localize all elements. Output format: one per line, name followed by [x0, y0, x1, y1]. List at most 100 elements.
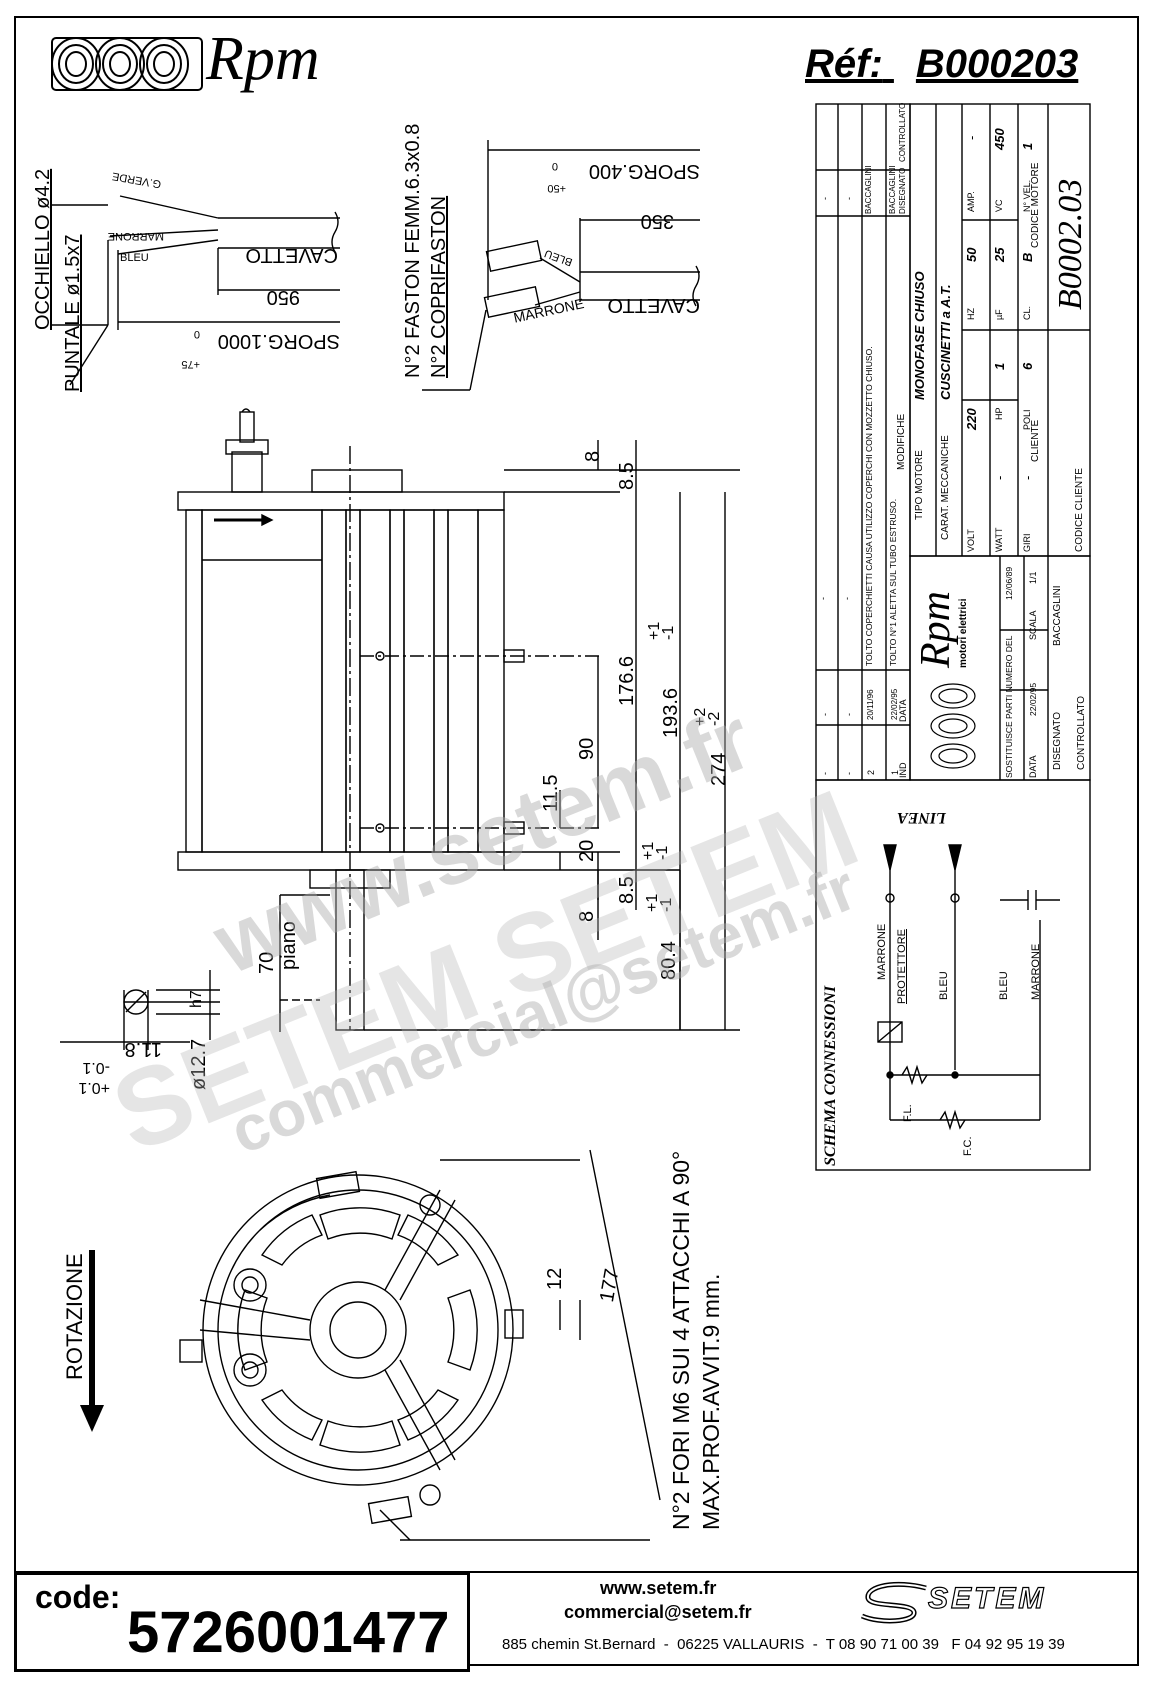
title-block-coil-icon: [930, 683, 976, 769]
watt-label: WATT: [994, 527, 1004, 553]
schema-marrone-2: MARRONE: [1030, 943, 1042, 1000]
brand-name: Rpm: [206, 25, 320, 93]
sostituisce-label: SOSTITUISCE PARTI NUMERO DEL: [1004, 635, 1014, 778]
hz-label: HZ: [966, 308, 976, 320]
schema-bleu-2: BLEU: [998, 971, 1010, 1000]
schema-title: SCHEMA CONNESSIONI: [822, 985, 839, 1166]
codice-motore-label: CODICE MOTORE: [1030, 162, 1041, 248]
mod-row-3-ind: 2: [866, 769, 876, 775]
dim-h7: h7: [188, 990, 205, 1008]
cable-1-drawing: [52, 195, 340, 386]
codice-motore-value: B0002.03: [1052, 178, 1089, 310]
dim-193-tol-minus: -1: [660, 625, 677, 640]
carat-label: CARAT. MECCANICHE: [940, 435, 951, 540]
volt-label: VOLT: [966, 529, 976, 552]
data-value: 22/02/95: [1028, 682, 1038, 716]
col-data: DATA: [898, 699, 908, 722]
cable1-sporg: SPORG.1000: [217, 330, 340, 352]
title-block-rpm-logo: Rpm: [913, 591, 959, 668]
col-ind: IND: [898, 762, 908, 779]
mod-row-2-date: -: [844, 713, 854, 716]
cable1-cavetto: CAVETTO: [245, 244, 338, 266]
schema-bleu-1: BLEU: [938, 971, 950, 1000]
mod-row-1-date: -: [820, 713, 830, 716]
dim-8-5-top: 8.5: [616, 462, 638, 490]
rpm-logo: Rpm: [48, 25, 378, 100]
footer-address: 885 chemin St.Bernard - 06225 VALLAURIS …: [502, 1636, 1065, 1653]
mod-row-2-ind: -: [844, 772, 854, 775]
title-block-frame: [815, 103, 1091, 1171]
col-disegnato: DISEGNATO: [898, 167, 907, 214]
cl-value: B: [1020, 252, 1035, 262]
controllato-label: CONTROLLATO: [1076, 695, 1087, 770]
schema-protettore: PROTETTORE: [896, 929, 908, 1004]
col-modifiche: MODIFICHE: [896, 413, 907, 470]
uf-label: µF: [994, 309, 1004, 320]
ref-code: B000203: [915, 42, 1079, 86]
front-note-2: MAX.PROF.AVVIT.9 mm.: [698, 1273, 724, 1530]
amp-label: AMP.: [966, 191, 976, 212]
giri-value: -: [1020, 475, 1035, 480]
volt-value: 220: [964, 408, 979, 430]
mod-row-4-by: BACCAGLINI: [888, 165, 897, 214]
nvel-value: 1: [1020, 142, 1035, 150]
hp-value: 1: [992, 362, 1007, 370]
cable2-tol-high: +50: [547, 182, 566, 194]
disegnato-label: DISEGNATO: [1052, 712, 1063, 770]
uf-value: 25: [992, 247, 1007, 262]
schema-marrone-1: MARRONE: [876, 923, 888, 980]
dim-12: 12: [544, 1267, 566, 1290]
watt-value: -: [992, 475, 1007, 480]
cliente-label: CLIENTE: [1030, 419, 1041, 462]
mod-row-4-desc: TOLTO N°1 ALETTA SUL TUBO ESTRUSO.: [888, 498, 898, 666]
cable2-sporg: SPORG.400: [588, 160, 700, 182]
rotation-label: ROTAZIONE: [62, 1253, 87, 1380]
schema-linea: LINEA: [897, 809, 946, 826]
motor-side-view: [60, 408, 740, 1050]
setem-logo: SETEM: [856, 1580, 1126, 1624]
footer-web[interactable]: www.setem.fr: [600, 1578, 717, 1598]
cable2-cavetto: CAVETTO: [607, 294, 700, 316]
tipo-motore-label: TIPO MOTORE: [914, 450, 925, 520]
dim-176-6: 176.6: [616, 655, 638, 706]
tipo-motore-value: MONOFASE CHIUSO: [912, 271, 927, 400]
hp-label: HP: [994, 407, 1004, 420]
code-box: code: 5726001477: [14, 1572, 470, 1672]
mod-row-3-by: BACCAGLINI: [864, 165, 873, 214]
cable-2-drawing: [422, 140, 700, 391]
front-note-1: N°2 FORI M6 SUI 4 ATTACCHI A 90°: [668, 1150, 694, 1530]
setem-logo-text: SETEM: [927, 1581, 1047, 1615]
vc-label: VC: [994, 199, 1004, 212]
vc-value: 450: [992, 128, 1007, 150]
mod-row-2-desc: -: [842, 597, 852, 600]
cable2-coprifaston: N°2 COPRIFASTON: [428, 195, 450, 378]
cable2-faston: N°2 FASTON FEMM.6.3x0.8: [402, 123, 424, 378]
scala-value: 1/1: [1028, 571, 1038, 584]
code-label: code:: [35, 1579, 121, 1615]
mod-row-3-desc: TOLTO COPERCHIETTI CAUSA UTILIZZO COPERC…: [864, 346, 874, 666]
codice-cliente-label: CODICE CLIENTE: [1074, 468, 1085, 552]
cable1-tol-low: 0: [193, 328, 200, 340]
reference: Réf: B000203: [805, 42, 1078, 87]
data-label: DATA: [1028, 755, 1038, 778]
cable2-tol-low: 0: [551, 160, 558, 172]
hz-value: 50: [964, 247, 979, 262]
ref-label: Réf:: [805, 42, 883, 86]
mod-row-1-desc: -: [818, 597, 828, 600]
cable1-tol-high: +75: [181, 358, 200, 370]
title-block-rpm-sub: motori elettrici: [958, 598, 969, 668]
code-value: 5726001477: [127, 1600, 450, 1665]
mod-row-1-by: -: [820, 197, 830, 200]
schema-fc: F.C.: [962, 1136, 974, 1156]
cable1-bleu: BLEU: [120, 252, 149, 264]
setem-swirl-icon: [860, 1581, 927, 1624]
mod-row-3-date: 20/11/96: [866, 689, 875, 720]
footer-email[interactable]: commercial@setem.fr: [564, 1602, 752, 1622]
poli-value: 6: [1020, 362, 1035, 370]
cable1-length-950: 950: [266, 286, 300, 308]
drawing-sheet: [14, 16, 1139, 1666]
wiring-schematic: [877, 844, 1060, 1131]
disegnato-value: BACCAGLINI: [1052, 585, 1063, 646]
mod-row-2-by: -: [844, 197, 854, 200]
scala-label: SCALA: [1028, 610, 1038, 640]
